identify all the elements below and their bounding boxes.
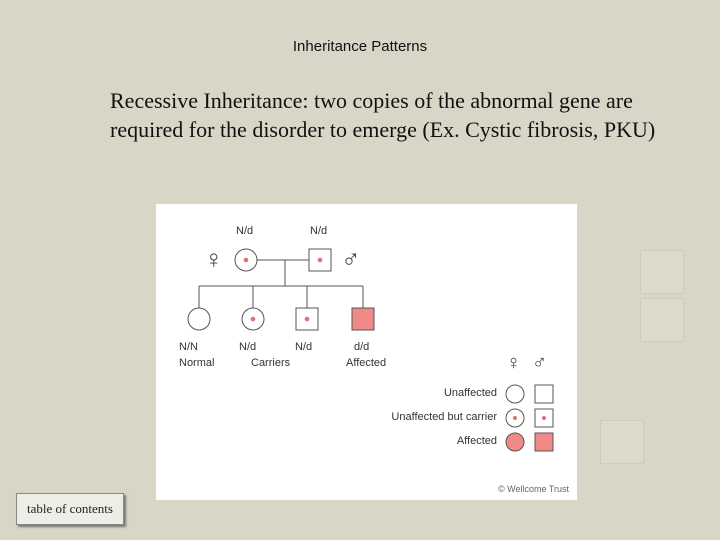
child-genotype: N/d — [239, 341, 257, 353]
child-genotype: N/d — [295, 341, 313, 353]
legend-male-symbol-icon: ♂ — [532, 352, 547, 374]
child-normal-female — [187, 307, 211, 331]
carrier-dot — [317, 257, 323, 263]
legend-affected-male — [534, 432, 554, 452]
mother-genotype: N/d — [236, 225, 254, 237]
carrier-dot — [542, 416, 546, 420]
pedigree-figure: N/d N/d ♀ ♂ N/N Normal N/d Carriers N/d … — [156, 204, 577, 500]
legend-unaffected-male — [534, 384, 554, 404]
table-of-contents-button[interactable]: table of contents — [16, 493, 124, 525]
child-status: Carriers — [251, 357, 291, 369]
legend-label-unaffected: Unaffected — [443, 387, 497, 399]
male-symbol-icon: ♂ — [341, 244, 361, 274]
legend-label-carrier: Unaffected but carrier — [391, 411, 497, 423]
legend-affected-female — [505, 432, 525, 452]
slide-body-text: Recessive Inheritance: two copies of the… — [110, 88, 656, 142]
female-symbol-icon: ♀ — [204, 244, 224, 274]
copyright-notice: © Wellcome Trust — [498, 484, 569, 494]
pedigree-lines — [198, 259, 364, 308]
background-tile — [600, 420, 644, 464]
legend-unaffected-female — [505, 384, 525, 404]
carrier-dot — [304, 316, 310, 322]
carrier-dot — [250, 316, 256, 322]
child-genotype: N/N — [179, 341, 198, 353]
slide-title: Inheritance Patterns — [292, 38, 428, 55]
background-tile — [640, 298, 684, 342]
child-status: Affected — [346, 357, 387, 369]
carrier-dot — [243, 257, 249, 263]
father-genotype: N/d — [310, 225, 328, 237]
child-status: Normal — [179, 357, 215, 369]
carrier-dot — [513, 416, 517, 420]
child-genotype: d/d — [354, 341, 370, 353]
legend-female-symbol-icon: ♀ — [506, 352, 521, 374]
background-tile — [640, 250, 684, 294]
legend-label-affected: Affected — [456, 435, 497, 447]
pedigree-svg — [187, 248, 554, 452]
child-affected-male — [351, 307, 375, 331]
